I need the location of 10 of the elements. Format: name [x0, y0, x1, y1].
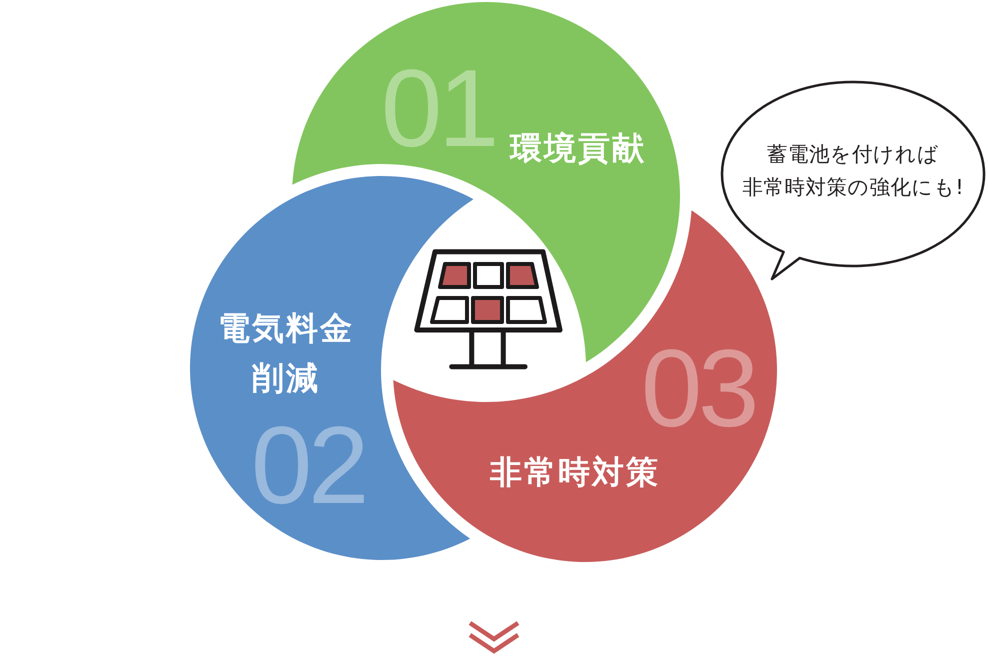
step-number: 01: [381, 54, 496, 164]
callout-text: 蓄電池を付ければ非常時対策の強化にも!: [741, 141, 965, 201]
crescent-segment: [190, 176, 474, 560]
step-number: 03: [641, 334, 756, 444]
segment-title: 非常時対策: [490, 452, 660, 493]
segment-title: 電気料金削減: [217, 308, 355, 399]
speech-bubble: [720, 80, 986, 281]
crescent-segment: [393, 210, 777, 562]
step-number: 02: [251, 411, 366, 521]
segment-title: 環境貢献: [510, 128, 646, 169]
